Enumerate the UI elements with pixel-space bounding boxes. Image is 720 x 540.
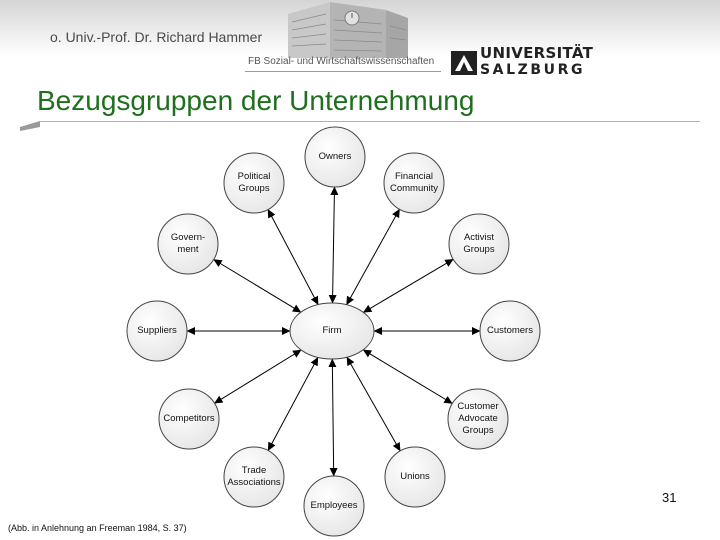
connector-owners: [328, 186, 339, 304]
node-activist-groups: [448, 213, 510, 275]
slide-title: Bezugsgruppen der Unternehmung: [37, 85, 475, 116]
university-logo-icon: [451, 51, 477, 75]
connector-activist-groups: [362, 258, 454, 313]
node-suppliers: [126, 300, 188, 362]
node-financial-community: [383, 152, 445, 214]
university-building-image: [288, 2, 408, 58]
node-political-groups: [223, 152, 285, 214]
node-label-customer-advocate-groups: Customer Advocate Groups: [457, 401, 499, 436]
node-label-firm: Firm: [322, 325, 342, 336]
node-label-suppliers: Suppliers: [137, 325, 177, 336]
connector-government: [213, 259, 302, 313]
connector-trade-associations: [267, 356, 319, 451]
node-government: [157, 213, 219, 275]
node-employees: [303, 475, 365, 537]
node-label-political-groups: Political Groups: [237, 171, 271, 194]
department-underline: [245, 71, 441, 72]
connector-customer-advocate-groups: [362, 349, 453, 404]
node-label-employees: Employees: [310, 500, 358, 511]
author-name: o. Univ.-Prof. Dr. Richard Hammer: [50, 29, 263, 45]
node-owners: [304, 126, 366, 188]
node-label-competitors: Competitors: [163, 413, 215, 424]
connector-employees: [328, 358, 338, 477]
logo-line-1: UNIVERSITÄT: [480, 44, 594, 62]
node-label-financial-community: Financial Community: [389, 171, 439, 194]
connector-political-groups: [267, 209, 319, 306]
connector-financial-community: [346, 208, 400, 306]
node-competitors: [158, 388, 220, 450]
department-name: FB Sozial- und Wirtschaftswissenschaften: [248, 56, 435, 67]
page-number: 31: [662, 490, 677, 505]
node-firm: [289, 302, 375, 360]
node-customers: [479, 300, 541, 362]
connector-unions: [346, 356, 401, 452]
node-unions: [384, 446, 446, 508]
connector-competitors: [214, 349, 302, 404]
node-label-unions: Unions: [400, 471, 430, 482]
node-label-trade-associations: Trade Associations: [227, 465, 281, 488]
node-customer-advocate-groups: [447, 388, 509, 450]
node-label-activist-groups: Activist Groups: [463, 232, 495, 255]
title-underline: [20, 121, 700, 131]
logo-line-2: SALZBURG: [480, 62, 586, 78]
node-trade-associations: [223, 446, 285, 508]
node-label-customers: Customers: [487, 325, 533, 336]
node-label-owners: Owners: [318, 151, 352, 162]
node-label-government: Govern- ment: [170, 232, 206, 255]
university-logo-text: UNIVERSITÄT SALZBURG: [480, 44, 594, 78]
figure-caption: (Abb. in Anlehnung an Freeman 1984, S. 3…: [8, 523, 187, 533]
